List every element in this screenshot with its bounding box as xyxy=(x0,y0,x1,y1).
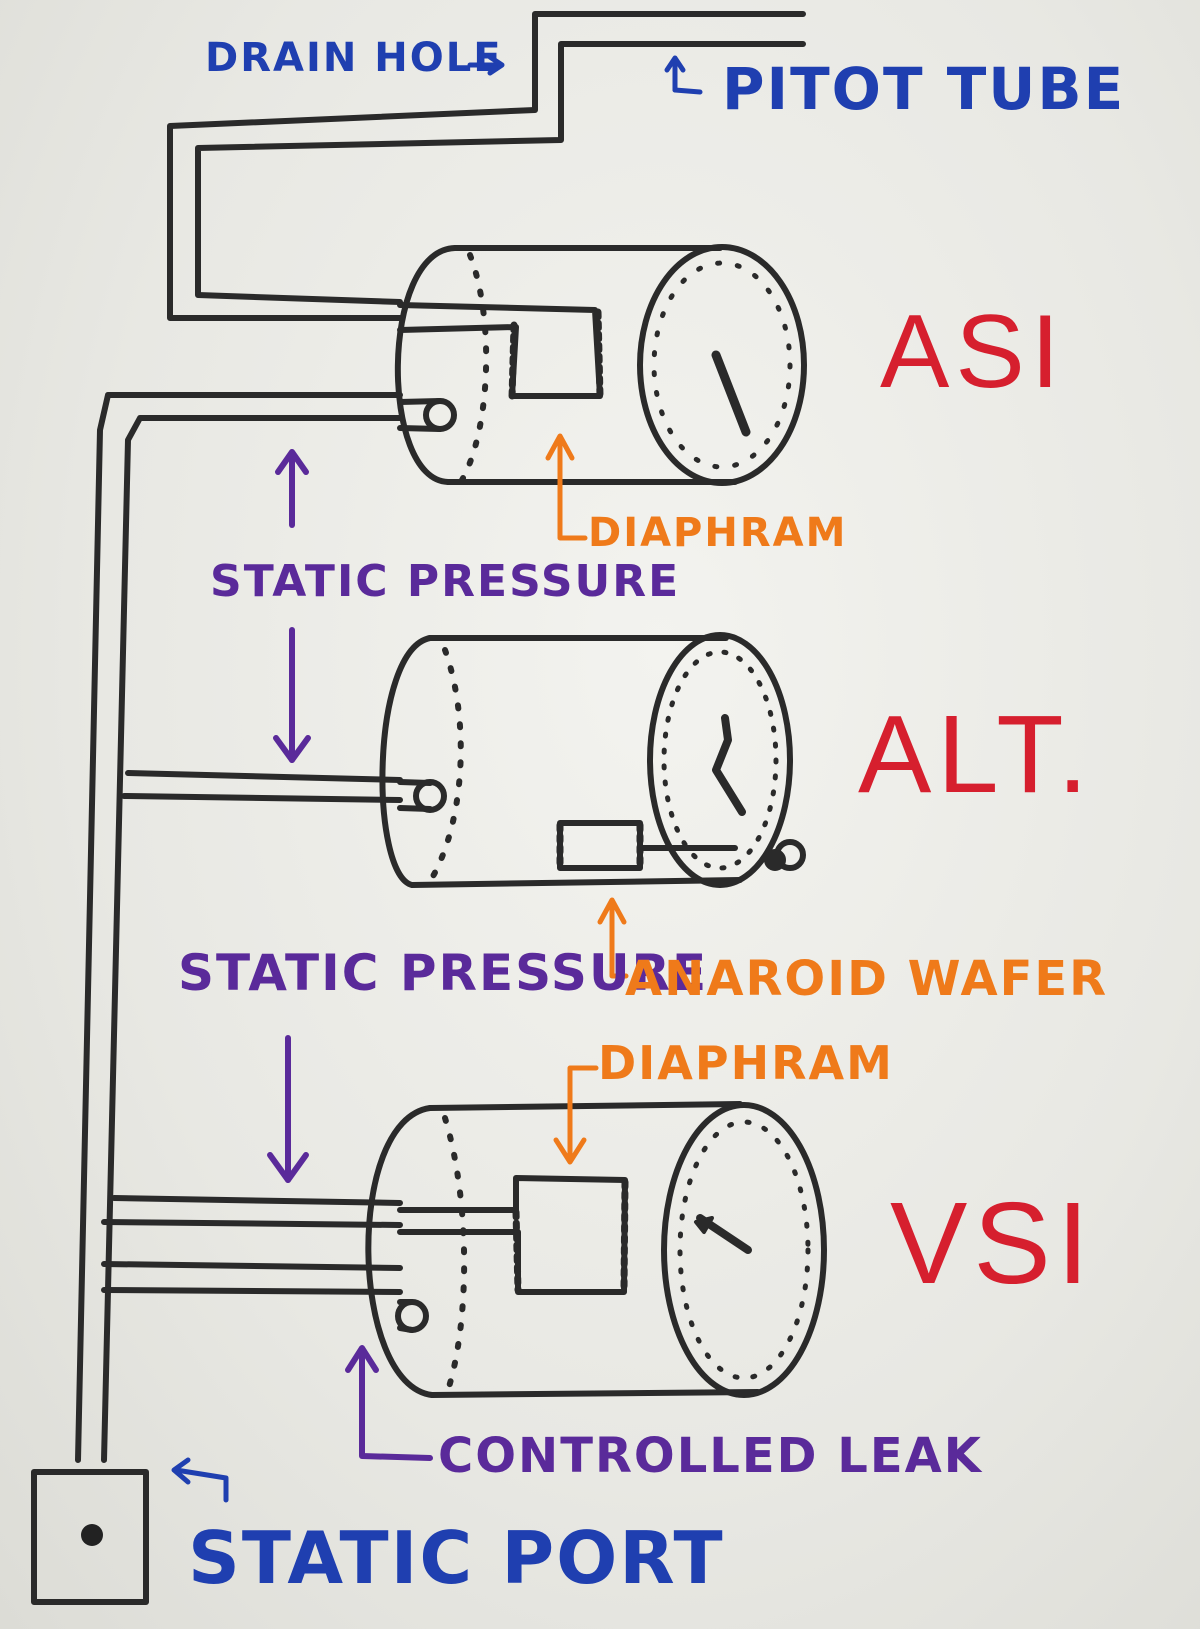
asi-dial-ticks xyxy=(651,260,793,470)
static-port-label: STATIC PORT xyxy=(188,1516,725,1600)
static-port-arrow xyxy=(171,1457,229,1503)
static-pressure-arrow-down-2 xyxy=(267,1035,309,1183)
vsi-dial xyxy=(661,1102,827,1398)
controlled-leak-label: CONTROLLED LEAK xyxy=(438,1428,983,1484)
alt-dial xyxy=(647,632,793,888)
static-line xyxy=(75,392,403,1463)
controlled-leak-arrow xyxy=(345,1345,433,1461)
static-pressure-arrow-up xyxy=(275,449,309,528)
static-port-box xyxy=(31,1469,149,1605)
pitot-tube-line xyxy=(167,11,806,321)
diaphram-asi-arrow xyxy=(545,433,588,541)
alt-instrument xyxy=(379,632,806,888)
static-port-hole xyxy=(81,1524,103,1546)
drain-hole-label: DRAIN HOLE xyxy=(205,35,503,81)
diaphram-vsi-label: DIAPHRAM xyxy=(598,1036,894,1090)
vsi-instrument xyxy=(365,1101,827,1398)
alt-label: ALT. xyxy=(858,693,1094,816)
asi-label: ASI xyxy=(880,294,1066,410)
static-pressure-arrow-down-1 xyxy=(273,627,311,763)
asi-instrument xyxy=(394,244,807,486)
drain-hole-arrow xyxy=(467,54,505,76)
asi-dial xyxy=(637,244,807,486)
alt-needles xyxy=(712,714,746,816)
aneroid-wafer-label: ANAROID WAFER xyxy=(625,951,1109,1007)
pitot-tube-arrow xyxy=(664,55,703,95)
static-pressure-label-2: STATIC PRESSURE xyxy=(178,944,709,1002)
diaphram-asi-label: DIAPHRAM xyxy=(588,510,848,556)
alt-aneroid-wafer xyxy=(557,820,643,871)
diaphram-vsi-arrow xyxy=(553,1065,599,1165)
static-pressure-label-1: STATIC PRESSURE xyxy=(210,556,681,607)
aneroid-wafer-arrow xyxy=(597,897,629,979)
alt-dial-ticks xyxy=(661,649,779,871)
vsi-label: VSI xyxy=(890,1178,1095,1308)
asi-needle xyxy=(711,350,751,437)
vsi-dial-ticks xyxy=(677,1119,811,1381)
pitot-tube-label: PITOT TUBE xyxy=(722,55,1126,123)
